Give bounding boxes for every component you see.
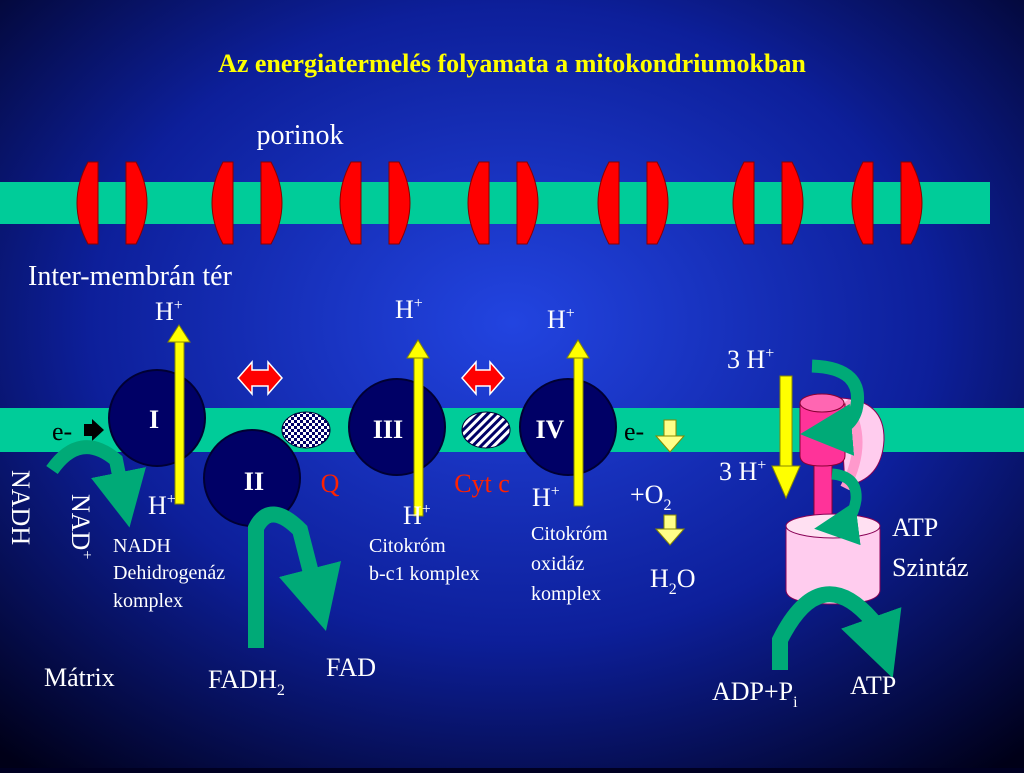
h-plus-III-bottom: H+ [403, 501, 431, 530]
h-plus-III-top: H+ [395, 295, 423, 324]
matrix-label: Mátrix [44, 663, 115, 692]
oxygen-input-arrow [654, 419, 686, 453]
water-output-arrow [654, 514, 686, 546]
svg-text:H+: H+ [148, 491, 176, 520]
svg-text:ATP: ATP [892, 513, 938, 542]
ubiquinone-carrier [281, 411, 331, 449]
svg-text:b-c1 komplex: b-c1 komplex [369, 563, 480, 585]
svg-text:3 H+: 3 H+ [719, 457, 766, 486]
svg-text:Dehidrogenáz: Dehidrogenáz [113, 562, 225, 584]
complex-I-caption: NADH Dehidrogenáz komplex [113, 535, 225, 612]
fadh2-label: FADH2 [208, 665, 285, 699]
svg-text:Citokróm: Citokróm [369, 535, 446, 557]
svg-text:H+: H+ [403, 501, 431, 530]
complex-IV [519, 378, 617, 476]
atp-product-label: ATP [850, 671, 896, 700]
porin-2 [211, 161, 283, 245]
complex-III-label: III [373, 415, 403, 444]
svg-text:Citokróm: Citokróm [531, 523, 608, 545]
porin-7 [851, 161, 923, 245]
porins-label: porinok [256, 120, 343, 151]
proton-pump-arrow-III [406, 339, 430, 517]
nadh-oxidation-arrow [46, 440, 146, 528]
svg-text:NAD+: NAD+ [66, 494, 95, 559]
h-plus-IV-bottom: H+ [532, 483, 560, 512]
oxygen-label: +O2 [630, 480, 671, 514]
rotor-arrow-top [800, 359, 864, 456]
svg-text:+O2: +O2 [630, 480, 671, 514]
nad-plus-label: NAD+ [66, 494, 95, 559]
electron-exit-label: e- [624, 417, 644, 446]
q-label: Q [321, 469, 340, 498]
complex-IV-label: IV [536, 415, 565, 444]
porin-4 [467, 161, 539, 245]
fad-label: FAD [326, 653, 376, 682]
complex-II-label: II [244, 467, 264, 496]
complex-I-label: I [149, 405, 159, 434]
h-plus-IV-top: H+ [547, 305, 575, 334]
cyt-c-label: Cyt c [454, 469, 510, 498]
svg-text:H+: H+ [532, 483, 560, 512]
svg-text:oxidáz: oxidáz [531, 553, 584, 575]
three-h-plus-top: 3 H+ [727, 345, 774, 374]
proton-exchange-arrow-1 [237, 360, 283, 396]
title: Az energiatermelés folyamata a mitokondr… [218, 49, 806, 78]
svg-text:NADH: NADH [113, 535, 171, 557]
proton-pump-arrow-I [167, 324, 191, 505]
water-label: H2O [650, 564, 696, 598]
porin-6 [732, 161, 804, 245]
electron-entry-label: e- [52, 417, 72, 446]
svg-text:H+: H+ [547, 305, 575, 334]
porin-5 [597, 161, 669, 245]
three-h-plus-bottom: 3 H+ [719, 457, 766, 486]
svg-text:H2O: H2O [650, 564, 696, 598]
svg-text:H+: H+ [155, 297, 183, 326]
svg-text:komplex: komplex [531, 583, 601, 605]
svg-text:ADP+Pi: ADP+Pi [712, 677, 798, 711]
svg-text:komplex: komplex [113, 590, 183, 612]
cytochrome-c-carrier [461, 411, 511, 449]
proton-exchange-arrow-2 [461, 360, 505, 396]
electron-entry-arrow [84, 419, 104, 441]
porins [76, 161, 923, 245]
porin-1 [76, 161, 148, 245]
svg-text:3 H+: 3 H+ [727, 345, 774, 374]
complex-III-caption: Citokróm b-c1 komplex [369, 535, 480, 585]
porin-3 [339, 161, 411, 245]
intermembrane-label: Inter-membrán tér [28, 261, 233, 292]
atp-synthase-label: ATP Szintáz [892, 513, 969, 582]
proton-pump-arrow-IV [566, 339, 590, 507]
adp-pi-label: ADP+Pi [712, 677, 798, 711]
svg-text:FADH2: FADH2 [208, 665, 285, 699]
svg-text:H+: H+ [395, 295, 423, 324]
h-plus-I-top: H+ [155, 297, 183, 326]
nadh-label: NADH [6, 470, 35, 545]
proton-influx-arrow-atp-synthase [771, 375, 801, 500]
complex-IV-caption: Citokróm oxidáz komplex [531, 523, 608, 605]
rotor-arrow-bottom [814, 468, 862, 546]
atp-synthesis-arrow [772, 586, 902, 679]
h-plus-I-bottom: H+ [148, 491, 176, 520]
svg-text:Szintáz: Szintáz [892, 553, 969, 582]
fadh2-oxidation-arrow [248, 506, 342, 648]
outer-membrane [0, 182, 990, 224]
